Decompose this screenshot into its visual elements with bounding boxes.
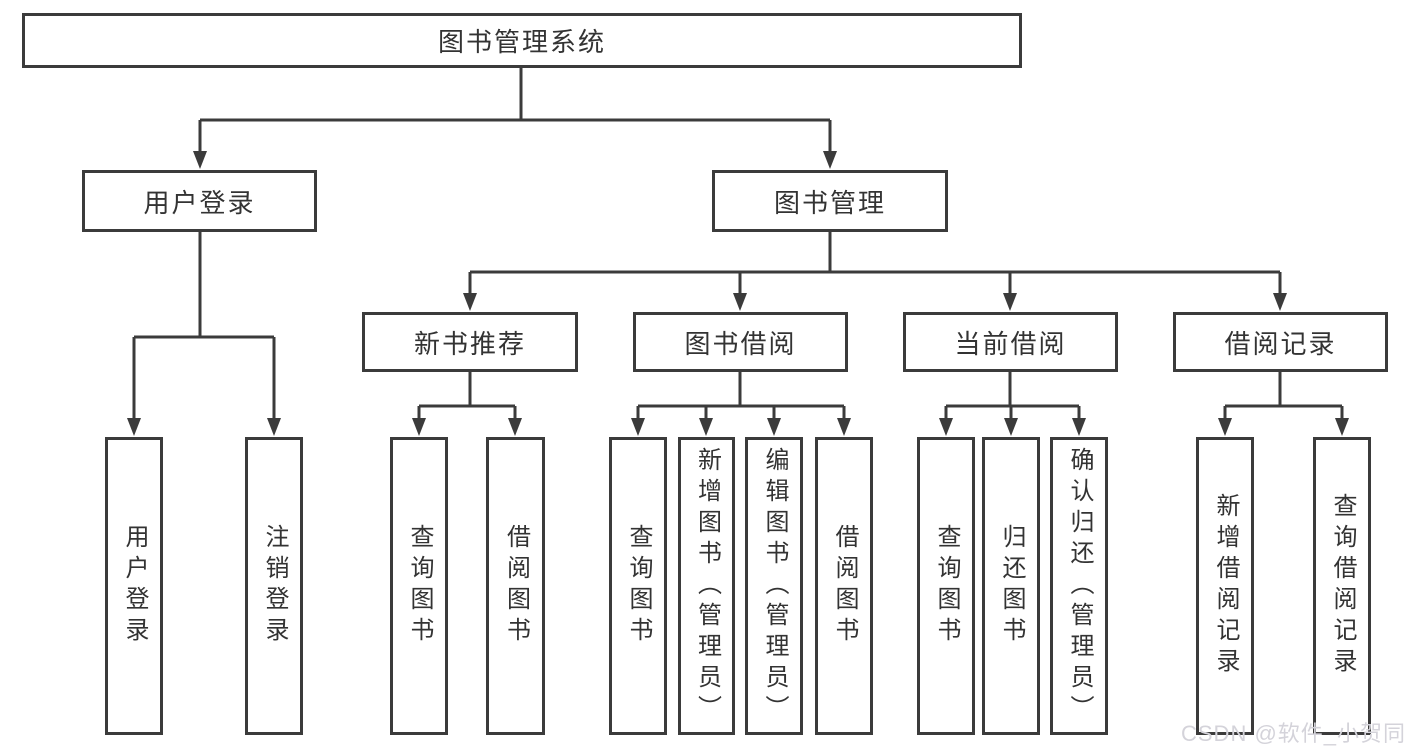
node-br-add-record: 新增借阅记录: [1196, 437, 1254, 735]
node-borrow-records: 借阅记录: [1173, 312, 1388, 372]
node-current-borrow-label: 当前借阅: [954, 328, 1067, 359]
node-cb-query-books: 查询图书: [917, 437, 975, 735]
node-user-login-label: 用户登录: [143, 187, 256, 218]
connector-book-borrow: [636, 372, 846, 420]
node-cb-confirm-return: 确认归还（管理员）: [1050, 437, 1108, 735]
node-new-book-rec-label: 新书推荐: [413, 328, 526, 359]
node-ul-logout: 注销登录: [245, 437, 303, 735]
node-root-label: 图书管理系统: [437, 27, 606, 57]
node-cb-return-books-label: 归还图书: [998, 524, 1025, 648]
node-book-mgmt: 图书管理: [712, 170, 948, 232]
node-bb-add-books: 新增图书（管理员）: [678, 437, 735, 735]
node-bb-add-books-label: 新增图书（管理员）: [693, 446, 721, 726]
node-book-borrow: 图书借阅: [633, 312, 848, 372]
node-book-mgmt-label: 图书管理: [773, 187, 886, 218]
node-ul-user-login: 用户登录: [105, 437, 163, 735]
node-bb-borrow-books-label: 借阅图书: [831, 524, 858, 648]
node-nb-borrow-books-label: 借阅图书: [502, 524, 530, 648]
node-user-login: 用户登录: [82, 170, 317, 232]
node-bb-query-books-label: 查询图书: [625, 524, 652, 648]
node-cb-confirm-return-label: 确认归还（管理员）: [1066, 446, 1093, 726]
node-nb-borrow-books: 借阅图书: [486, 437, 545, 735]
node-cb-return-books: 归还图书: [982, 437, 1040, 735]
node-current-borrow: 当前借阅: [903, 312, 1118, 372]
node-bb-borrow-books: 借阅图书: [815, 437, 873, 735]
connector-book-mgmt: [468, 232, 1282, 295]
node-ul-user-login-label: 用户登录: [121, 524, 148, 648]
node-nb-query-books: 查询图书: [390, 437, 448, 735]
node-br-query-record-label: 查询借阅记录: [1329, 493, 1356, 679]
node-nb-query-books-label: 查询图书: [406, 524, 433, 648]
node-br-add-record-label: 新增借阅记录: [1212, 493, 1239, 679]
connector-current-borrow: [944, 372, 1081, 420]
arrowheads: [127, 151, 1349, 436]
node-bb-query-books: 查询图书: [609, 437, 667, 735]
node-borrow-records-label: 借阅记录: [1224, 328, 1337, 359]
connector-user-login: [132, 232, 276, 420]
node-bb-edit-books: 编辑图书（管理员）: [745, 437, 803, 735]
node-ul-logout-label: 注销登录: [261, 524, 288, 648]
node-book-borrow-label: 图书借阅: [684, 328, 797, 359]
node-cb-query-books-label: 查询图书: [933, 524, 960, 648]
connector-new-book-rec: [417, 372, 517, 420]
node-root: 图书管理系统: [22, 13, 1022, 68]
node-br-query-record: 查询借阅记录: [1313, 437, 1371, 735]
connector-borrow-records: [1223, 372, 1344, 420]
node-new-book-rec: 新书推荐: [362, 312, 578, 372]
connector-root: [198, 68, 832, 153]
node-bb-edit-books-label: 编辑图书（管理员）: [761, 446, 788, 726]
csdn-watermark: CSDN @软件_小贺同学: [1181, 721, 1405, 746]
